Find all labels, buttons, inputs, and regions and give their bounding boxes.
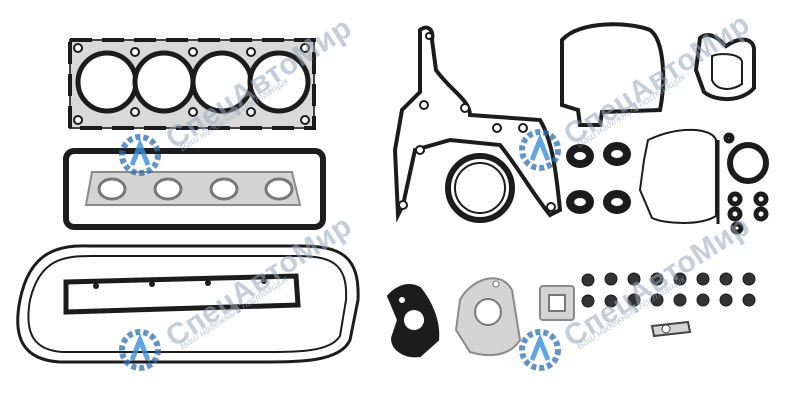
flange-gasket (539, 285, 575, 321)
cam-seal (727, 142, 769, 184)
small-flange-gasket (650, 320, 692, 338)
rocker-cover-gasket (560, 22, 666, 127)
rubber-seals (566, 142, 631, 214)
turbo-gasket (454, 277, 522, 357)
cylinder-head-gasket (68, 38, 316, 130)
watermark-logo-4 (519, 329, 561, 371)
timing-cover-gasket (392, 25, 563, 223)
valve-stem-seals (581, 272, 756, 308)
small-orings (723, 132, 769, 235)
water-pump-gasket (638, 128, 720, 224)
intake-manifold-gasket (63, 273, 301, 315)
crankshaft-seal (445, 153, 515, 223)
watermark-logo-2 (519, 129, 561, 171)
watermark-logo-1 (119, 134, 161, 176)
oil-pan-gasket (16, 244, 360, 364)
thermostat-gasket (386, 283, 440, 358)
oil-cooler-gasket (693, 33, 756, 101)
exhaust-manifold-gasket (84, 171, 302, 206)
watermark-logo-3 (119, 329, 161, 371)
valve-cover-gasket (63, 148, 326, 230)
